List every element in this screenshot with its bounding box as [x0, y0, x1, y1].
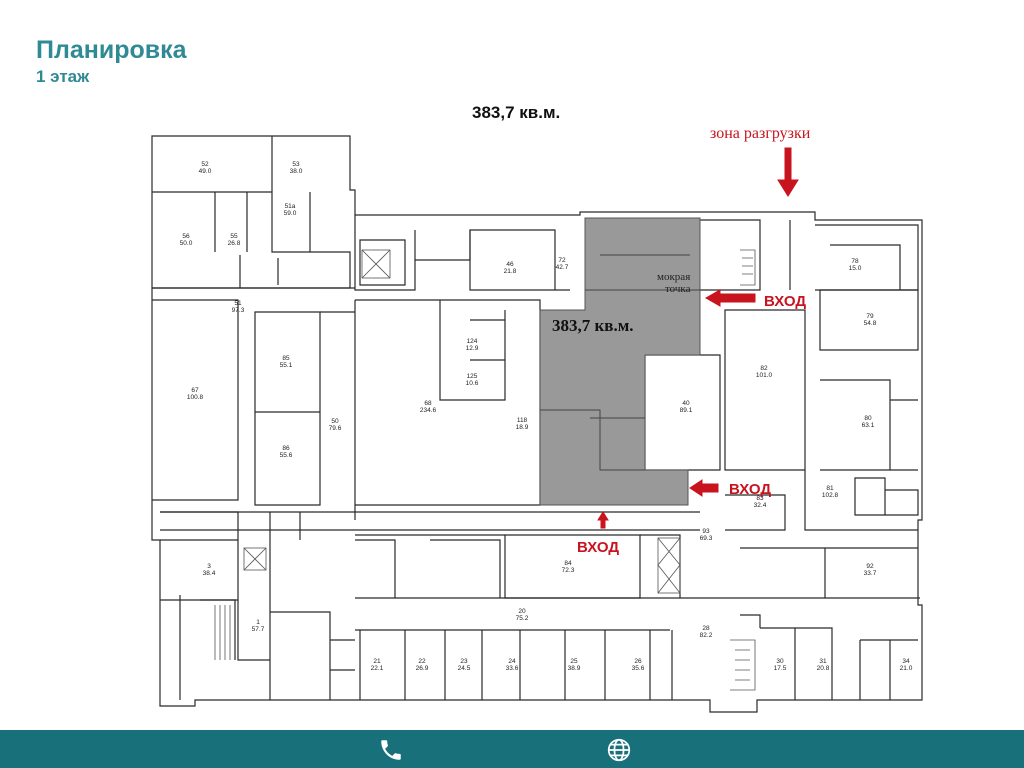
- svg-text:18.9: 18.9: [516, 424, 529, 431]
- svg-text:75.2: 75.2: [516, 615, 529, 622]
- svg-text:33.7: 33.7: [864, 570, 877, 577]
- svg-text:93: 93: [702, 528, 710, 535]
- svg-text:82: 82: [760, 365, 768, 372]
- phone-icon[interactable]: [378, 737, 404, 763]
- svg-text:51а: 51а: [285, 203, 296, 210]
- svg-text:89.1: 89.1: [680, 407, 693, 414]
- svg-text:56: 56: [182, 233, 190, 240]
- svg-text:101.0: 101.0: [756, 372, 773, 379]
- svg-text:33.6: 33.6: [506, 665, 519, 672]
- svg-text:50.0: 50.0: [180, 240, 193, 247]
- wet-point-label-1: мокрая: [657, 271, 690, 283]
- svg-text:78: 78: [851, 258, 859, 265]
- svg-text:20: 20: [518, 608, 526, 615]
- svg-text:38.9: 38.9: [568, 665, 581, 672]
- svg-text:55.1: 55.1: [280, 362, 293, 369]
- svg-text:50: 50: [331, 418, 339, 425]
- svg-text:85: 85: [282, 355, 290, 362]
- svg-text:26.8: 26.8: [228, 240, 241, 247]
- svg-text:20.8: 20.8: [817, 665, 830, 672]
- wet-point-label-2: точка: [665, 283, 691, 295]
- svg-text:72: 72: [558, 257, 566, 264]
- svg-text:57.7: 57.7: [252, 626, 265, 633]
- svg-text:42.7: 42.7: [556, 264, 569, 271]
- svg-text:83: 83: [756, 495, 764, 502]
- svg-text:69.3: 69.3: [700, 535, 713, 542]
- svg-text:30: 30: [776, 658, 784, 665]
- svg-text:125: 125: [467, 373, 478, 380]
- floor-plan: 52 49.0 53 38.0 51а 59.0 56 50.0 55 26.8…: [151, 125, 923, 713]
- highlight-area-label: 383,7 кв.м.: [552, 316, 634, 335]
- svg-text:1: 1: [256, 619, 260, 626]
- svg-text:81: 81: [826, 485, 834, 492]
- entrance-label-lower-right: ВХОД: [729, 481, 771, 498]
- svg-text:63.1: 63.1: [862, 422, 875, 429]
- svg-text:92: 92: [866, 563, 874, 570]
- unloading-arrow-icon: [777, 147, 799, 197]
- svg-text:55: 55: [230, 233, 238, 240]
- entrance-arrow-icon-right: [704, 289, 756, 307]
- svg-text:82.2: 82.2: [700, 632, 713, 639]
- svg-text:79.6: 79.6: [329, 425, 342, 432]
- svg-text:54.8: 54.8: [864, 320, 877, 327]
- svg-text:25: 25: [570, 658, 578, 665]
- svg-text:97.3: 97.3: [232, 307, 245, 314]
- total-area-label: 383,7 кв.м.: [472, 103, 561, 122]
- svg-text:15.0: 15.0: [849, 265, 862, 272]
- svg-text:59.0: 59.0: [284, 210, 297, 217]
- svg-text:79: 79: [866, 313, 874, 320]
- svg-text:22: 22: [418, 658, 426, 665]
- svg-text:26: 26: [634, 658, 642, 665]
- svg-text:22.1: 22.1: [371, 665, 384, 672]
- svg-text:84: 84: [564, 560, 572, 567]
- svg-text:49.0: 49.0: [199, 168, 212, 175]
- svg-text:26.9: 26.9: [416, 665, 429, 672]
- svg-text:72.3: 72.3: [562, 567, 575, 574]
- svg-text:51: 51: [234, 300, 242, 307]
- svg-text:32.4: 32.4: [754, 502, 767, 509]
- svg-text:3: 3: [207, 563, 211, 570]
- page-title: Планировка: [36, 36, 187, 64]
- svg-text:68: 68: [424, 400, 432, 407]
- svg-text:38.4: 38.4: [203, 570, 216, 577]
- svg-text:55.6: 55.6: [280, 452, 293, 459]
- svg-text:35.6: 35.6: [632, 665, 645, 672]
- svg-text:10.6: 10.6: [466, 380, 479, 387]
- globe-icon[interactable]: [606, 737, 632, 763]
- svg-text:46: 46: [506, 261, 514, 268]
- svg-text:53: 53: [292, 161, 300, 168]
- svg-text:12.9: 12.9: [466, 345, 479, 352]
- svg-text:24: 24: [508, 658, 516, 665]
- svg-text:86: 86: [282, 445, 290, 452]
- svg-text:23: 23: [460, 658, 468, 665]
- svg-text:118: 118: [517, 417, 528, 424]
- svg-text:100.8: 100.8: [187, 394, 204, 401]
- svg-text:31: 31: [819, 658, 827, 665]
- svg-text:17.5: 17.5: [774, 665, 787, 672]
- entrance-arrow-icon-lower: [689, 479, 719, 497]
- building-outline: [151, 135, 923, 713]
- svg-text:21: 21: [373, 658, 381, 665]
- svg-text:34: 34: [902, 658, 910, 665]
- svg-text:67: 67: [191, 387, 199, 394]
- unloading-zone-label: зона разгрузки: [710, 125, 811, 142]
- floor-label: 1 этаж: [36, 67, 90, 86]
- svg-text:40: 40: [682, 400, 690, 407]
- svg-text:234.6: 234.6: [420, 407, 437, 414]
- footer-bar: [0, 730, 1024, 768]
- entrance-label-right: ВХОД: [764, 293, 806, 310]
- svg-text:80: 80: [864, 415, 872, 422]
- entrance-label-bottom: ВХОД: [577, 539, 619, 556]
- svg-text:38.0: 38.0: [290, 168, 303, 175]
- svg-text:21.0: 21.0: [900, 665, 913, 672]
- svg-text:102.8: 102.8: [822, 492, 839, 499]
- svg-text:124: 124: [467, 338, 478, 345]
- entrance-arrow-icon-bottom: [597, 511, 609, 529]
- svg-text:28: 28: [702, 625, 710, 632]
- svg-text:24.5: 24.5: [458, 665, 471, 672]
- svg-text:52: 52: [201, 161, 209, 168]
- svg-text:21.8: 21.8: [504, 268, 517, 275]
